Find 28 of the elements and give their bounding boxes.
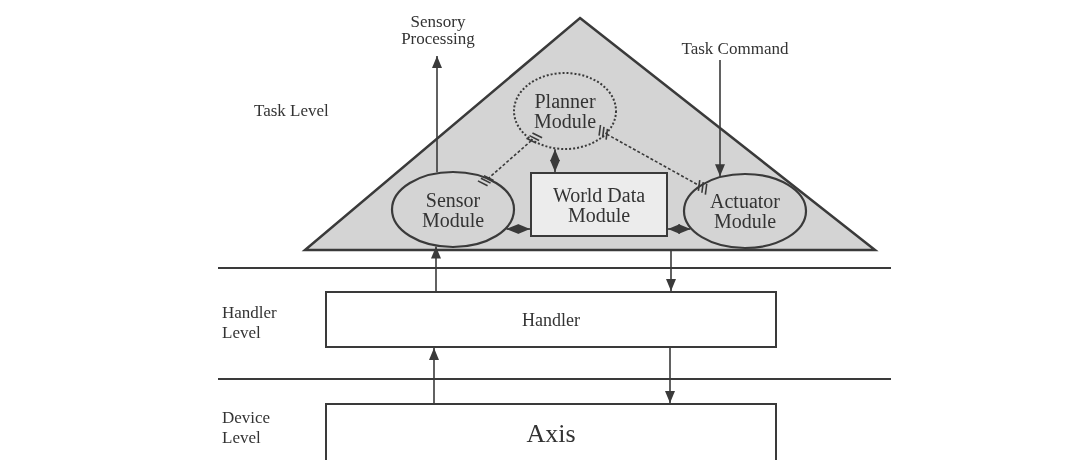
arrow xyxy=(505,224,531,234)
node-text: Sensor Module xyxy=(420,189,486,230)
arrow xyxy=(431,245,441,292)
planner-ellipse xyxy=(513,72,617,150)
arrow xyxy=(667,224,692,234)
arrow xyxy=(432,55,442,174)
node-text: Actuator Module xyxy=(709,191,781,231)
node-text: Planner Module xyxy=(532,91,598,131)
sensor-ellipse xyxy=(391,171,515,248)
node-text: Handler xyxy=(522,310,580,329)
arrow xyxy=(665,347,675,404)
axis-box xyxy=(325,403,777,460)
actuator-ellipse xyxy=(683,173,807,249)
level-label: Device Level xyxy=(222,408,272,448)
arrow xyxy=(429,347,439,404)
arrow xyxy=(550,148,560,173)
arrow xyxy=(715,59,725,178)
level-label: Handler Level xyxy=(222,303,278,343)
node-label: Task Command xyxy=(681,39,789,57)
node-text: World Data Module xyxy=(551,184,647,225)
level-label: Task Level xyxy=(254,101,330,121)
node-text: Axis xyxy=(526,421,576,447)
world-data-box xyxy=(530,172,668,237)
handler-box xyxy=(325,291,777,348)
dotted-link xyxy=(598,124,708,196)
node-label: Sensory Processing xyxy=(400,13,476,47)
arrow xyxy=(666,249,676,292)
dotted-link xyxy=(477,132,543,187)
